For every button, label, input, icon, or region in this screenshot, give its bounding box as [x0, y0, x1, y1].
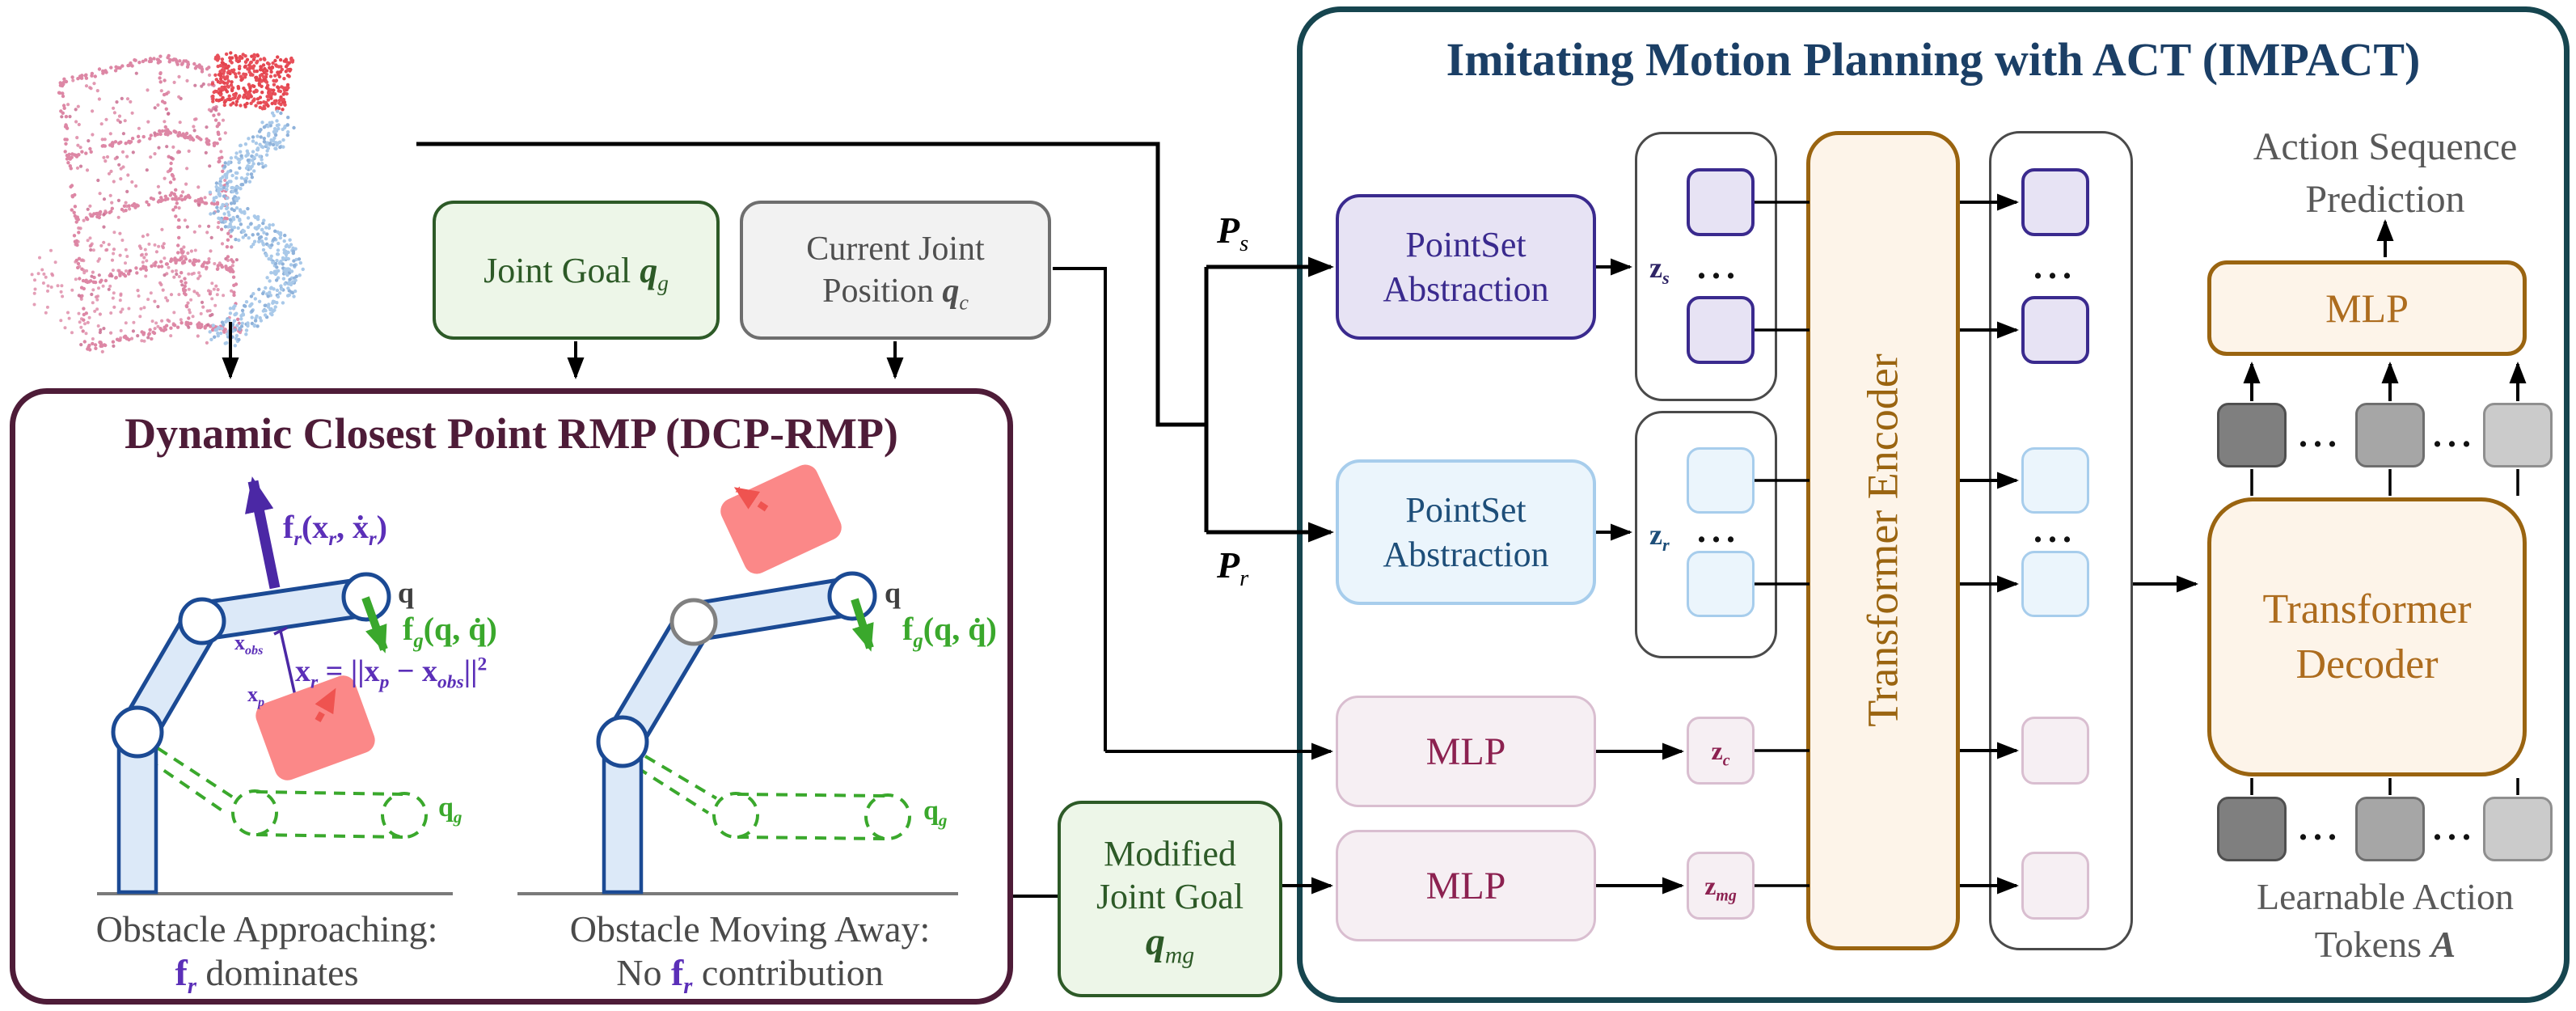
modified-joint-goal-label: Modified [1104, 833, 1236, 874]
robot-joint [341, 572, 391, 622]
caption-obstacle-moving-away: Obstacle Moving Away: [569, 908, 931, 950]
pointset-abstraction-scene-box: PointSet Abstraction [1336, 194, 1596, 340]
robot-base-link [116, 731, 158, 895]
goal-force-label: fg(q, q̇) [902, 611, 997, 652]
mlp-label: MLP [1425, 730, 1506, 773]
robot-token [1687, 447, 1755, 514]
psa-line1: PointSet [1405, 490, 1527, 530]
encoded-robot-token [2021, 447, 2089, 514]
learnable-action-tokens-label: Learnable Action Tokens A [2256, 876, 2515, 965]
encoded-goal-token [2021, 852, 2089, 920]
learnable-action-token [2483, 797, 2553, 861]
decoder-line1: Transformer [2262, 586, 2472, 632]
modified-joint-goal-label2: Joint Goal [1096, 877, 1244, 917]
caption-fr-dominates: fr dominates [175, 952, 359, 1000]
ellipsis: ... [2033, 247, 2077, 286]
caption-obstacle-approaching: Obstacle Approaching: [95, 908, 438, 950]
joint-goal-box: Joint Goal qg [433, 201, 720, 340]
closest-point-on-robot-label: xobs [234, 631, 264, 658]
goal-config-label: qg [438, 793, 462, 827]
mlp-current-joint-box: MLP [1336, 696, 1596, 807]
zmg-token: zmg [1687, 852, 1755, 920]
transformer-encoder-box [1806, 131, 1960, 950]
zr-label: zr [1649, 518, 1670, 556]
ps-label: Ps [1217, 209, 1249, 257]
learnable-action-token [2355, 797, 2425, 861]
zmg-label: zmg [1704, 870, 1737, 904]
ellipsis: ... [1697, 510, 1741, 550]
caption-no-fr-contribution: No fr contribution [616, 952, 884, 1000]
ellipsis: ... [2033, 510, 2077, 550]
pointset-abstraction-robot-box: PointSet Abstraction [1336, 459, 1596, 605]
ellipsis: ... [2299, 415, 2342, 455]
decoded-action-token [2483, 403, 2553, 467]
impact-title: Imitating Motion Planning with ACT (IMPA… [1446, 33, 2421, 86]
obstacle-motion-arrow [733, 486, 769, 512]
scene-token [1687, 168, 1755, 236]
dcp-figure-obstacle-moving-away [517, 464, 958, 895]
mlp-modified-goal-box: MLP [1336, 830, 1596, 941]
encoder-output-container [1989, 131, 2133, 950]
psa-line2: Abstraction [1383, 269, 1549, 309]
modified-joint-goal-box: Modified Joint Goal qmg [1058, 801, 1282, 997]
robot-joint [596, 715, 649, 768]
psa-line1: PointSet [1405, 225, 1527, 264]
ellipsis: ... [1697, 247, 1741, 286]
decoded-action-token [2355, 403, 2425, 467]
goal-force-arrow [361, 596, 388, 654]
repulsive-force-label: fr(xr, ẋr) [283, 509, 387, 550]
psa-line2: Abstraction [1383, 535, 1549, 574]
scene-point-cloud [30, 51, 305, 353]
zc-token: zc [1687, 717, 1755, 785]
learnable-action-token [2217, 797, 2287, 861]
distance-formula-label: xr = ||xp − xobs||2 [295, 654, 488, 693]
encoded-scene-token [2021, 168, 2089, 236]
repulsive-force-arrow [244, 476, 281, 590]
encoded-current-token [2021, 717, 2089, 785]
mlp-head-box: MLP [2207, 260, 2527, 356]
joint-config-label: q [398, 577, 415, 609]
closest-point-on-obstacle-label: xp [247, 683, 265, 710]
encoded-robot-token [2021, 551, 2089, 617]
ellipsis: ... [2433, 415, 2477, 455]
goal-config-label: qg [923, 796, 948, 830]
current-joint-position-label2: Position qc [822, 273, 969, 315]
obstacle-motion-arrow [315, 687, 337, 722]
joint-config-label: q [885, 577, 902, 609]
robot-token [1687, 551, 1755, 617]
scene-token [1687, 296, 1755, 364]
encoded-scene-token [2021, 296, 2089, 364]
current-joint-position-box: Current Joint Position qc [740, 201, 1051, 340]
decoded-action-token [2217, 403, 2287, 467]
current-joint-position-label: Current Joint [806, 230, 985, 268]
pr-label: Pr [1217, 544, 1249, 592]
goal-configuration-dashed-arm [636, 755, 911, 840]
robot-joint [111, 705, 164, 759]
mlp-label: MLP [1425, 864, 1506, 907]
goal-force-label: fg(q, q̇) [403, 611, 497, 652]
robot-arm-links [602, 576, 872, 762]
ellipsis: ... [2433, 808, 2477, 848]
transformer-encoder-label: Transformer Encoder [1858, 353, 1907, 727]
joint-goal-label: Joint Goal qg [484, 250, 669, 295]
zc-label: zc [1711, 735, 1730, 769]
mlp-label: MLP [2325, 286, 2409, 331]
ellipsis: ... [2299, 808, 2342, 848]
modified-joint-goal-symbol: qmg [1145, 920, 1195, 969]
dcp-figure-obstacle-approaching [97, 476, 453, 895]
robot-joint [827, 571, 877, 621]
zs-label: zs [1649, 252, 1670, 289]
robot-base-link [602, 741, 644, 895]
decoder-line2: Decoder [2295, 641, 2439, 687]
goal-configuration-dashed-arm [146, 747, 428, 839]
goal-force-arrow [851, 598, 874, 652]
robot-joint [178, 597, 226, 645]
robot-joint [669, 598, 718, 646]
transformer-decoder-box: Transformer Decoder [2207, 497, 2527, 776]
obstacle-box [255, 675, 375, 780]
obstacle-box [720, 464, 842, 574]
